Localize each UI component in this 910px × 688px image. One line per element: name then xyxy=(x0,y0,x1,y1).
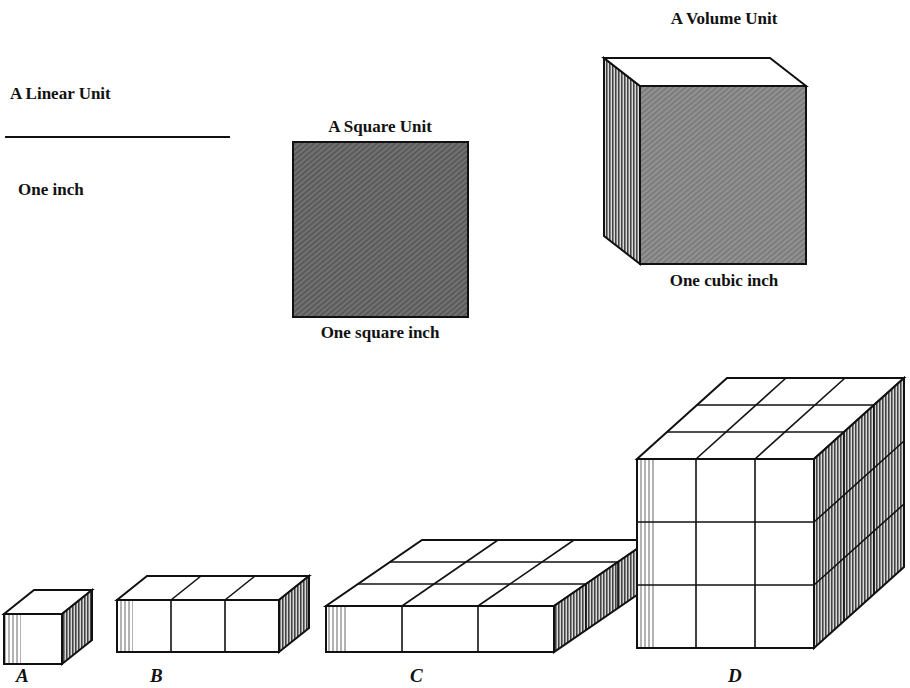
face-shading xyxy=(327,607,348,651)
front-face xyxy=(4,614,62,664)
side-face xyxy=(554,540,650,652)
grid-line xyxy=(814,441,904,522)
cube-figures xyxy=(4,378,904,664)
front-face xyxy=(637,459,814,648)
grid-line xyxy=(697,404,874,406)
cube-figure xyxy=(117,576,309,652)
unit-caption: One cubic inch xyxy=(636,270,812,292)
square-face xyxy=(293,142,468,317)
square-shape xyxy=(285,138,475,322)
grid-line xyxy=(402,540,498,606)
grid-line xyxy=(171,576,201,600)
unit-label: A Linear Unit xyxy=(10,84,111,104)
grid-line xyxy=(170,600,172,652)
volume-unit: A Volume UnitOne cubic inch xyxy=(600,8,812,292)
face-shading xyxy=(118,601,133,651)
side-face xyxy=(279,576,309,652)
unit-heading: A Square Unit xyxy=(285,116,475,138)
grid-line xyxy=(754,459,756,648)
cube-figure xyxy=(637,378,904,648)
face-shading xyxy=(5,615,21,663)
grid-line xyxy=(814,504,904,585)
grid-line xyxy=(667,431,844,433)
grid-line xyxy=(585,584,587,630)
grid-line xyxy=(617,562,619,608)
linear-unit-line xyxy=(5,136,230,138)
figure-letter: A xyxy=(16,666,29,686)
cube-shape xyxy=(600,30,812,270)
unit-label: One inch xyxy=(18,180,84,200)
grid-line xyxy=(390,561,618,563)
grid-line xyxy=(637,521,814,523)
front-face xyxy=(640,86,806,264)
front-face xyxy=(326,606,554,652)
unit-heading: A Volume Unit xyxy=(636,8,812,30)
top-face xyxy=(117,576,309,600)
grid-line xyxy=(477,606,479,652)
side-face xyxy=(604,58,640,264)
grid-line xyxy=(225,576,255,600)
square-unit: A Square UnitOne square inch xyxy=(285,116,475,344)
figure-letter: C xyxy=(410,666,423,686)
grid-line xyxy=(637,584,814,586)
grid-line xyxy=(358,583,586,585)
side-face xyxy=(814,378,904,648)
grid-line xyxy=(478,540,574,606)
side-face xyxy=(62,590,92,664)
grid-line xyxy=(695,459,697,648)
grid-line xyxy=(696,378,786,459)
cube-figure xyxy=(326,540,650,652)
top-face xyxy=(604,58,806,86)
grid-line xyxy=(873,405,875,594)
grid-line xyxy=(401,606,403,652)
unit-caption: One square inch xyxy=(285,322,475,344)
figure-letter: D xyxy=(728,666,742,686)
face-shading xyxy=(638,460,655,647)
grid-line xyxy=(843,432,845,621)
cube-figure xyxy=(4,590,92,664)
front-face xyxy=(117,600,279,652)
grid-line xyxy=(224,600,226,652)
grid-line xyxy=(755,378,845,459)
figure-letter: B xyxy=(150,666,163,686)
